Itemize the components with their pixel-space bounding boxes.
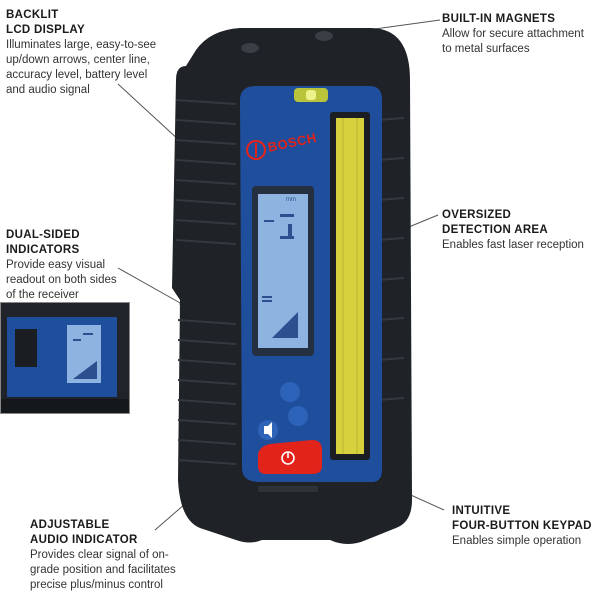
bosch-logo-icon bbox=[246, 140, 266, 160]
callout-backlit-desc: Illuminates large, easy-to-see up/down a… bbox=[6, 39, 157, 96]
lcd-segments bbox=[262, 214, 298, 338]
backlight-button bbox=[280, 382, 300, 402]
callout-detection-title: OVERSIZED DETECTION AREA bbox=[442, 209, 548, 236]
housing-grip-ribs bbox=[175, 99, 405, 465]
callout-backlit-title: BACKLIT LCD DISPLAY bbox=[6, 9, 85, 36]
callout-intuitive-four-button-keypad: INTUITIVE FOUR-BUTTON KEYPAD Enables sim… bbox=[452, 504, 600, 549]
callout-magnets-desc: Allow for secure attachment to metal sur… bbox=[442, 28, 584, 55]
callout-keypad-title: INTUITIVE FOUR-BUTTON KEYPAD bbox=[452, 505, 592, 532]
accuracy-button bbox=[288, 406, 308, 426]
side-indicator-inset bbox=[0, 302, 130, 414]
callout-keypad-desc: Enables simple operation bbox=[452, 535, 582, 547]
lcd-unit-label: mm bbox=[286, 197, 296, 203]
side-indicator-image bbox=[1, 303, 129, 413]
power-button bbox=[258, 440, 322, 474]
callout-magnets-title: BUILT-IN MAGNETS bbox=[442, 13, 556, 25]
speaker-icon bbox=[264, 422, 272, 438]
magnet-right bbox=[315, 31, 333, 41]
lcd-accuracy-triangle bbox=[272, 312, 298, 338]
callout-detection-desc: Enables fast laser reception bbox=[442, 239, 584, 251]
lcd-screen bbox=[258, 194, 308, 348]
callout-audio-desc: Provides clear signal of on- grade posit… bbox=[30, 549, 176, 591]
callout-adjustable-audio-indicator: ADJUSTABLE AUDIO INDICATOR Provides clea… bbox=[30, 518, 210, 593]
callout-indicators-desc: Provide easy visual readout on both side… bbox=[6, 259, 117, 301]
callout-oversized-detection-area: OVERSIZED DETECTION AREA Enables fast la… bbox=[442, 208, 600, 253]
callout-indicators-title: DUAL-SIDED INDICATORS bbox=[6, 229, 80, 256]
callout-audio-title: ADJUSTABLE AUDIO INDICATOR bbox=[30, 519, 138, 546]
callout-dual-sided-indicators: DUAL-SIDED INDICATORS Provide easy visua… bbox=[6, 228, 166, 303]
detection-area bbox=[336, 118, 364, 454]
callout-built-in-magnets: BUILT-IN MAGNETS Allow for secure attach… bbox=[442, 12, 600, 57]
magnet-left bbox=[241, 43, 259, 53]
leader-line-indicators bbox=[117, 267, 183, 305]
callout-backlit-lcd: BACKLIT LCD DISPLAY Illuminates large, e… bbox=[6, 8, 186, 98]
